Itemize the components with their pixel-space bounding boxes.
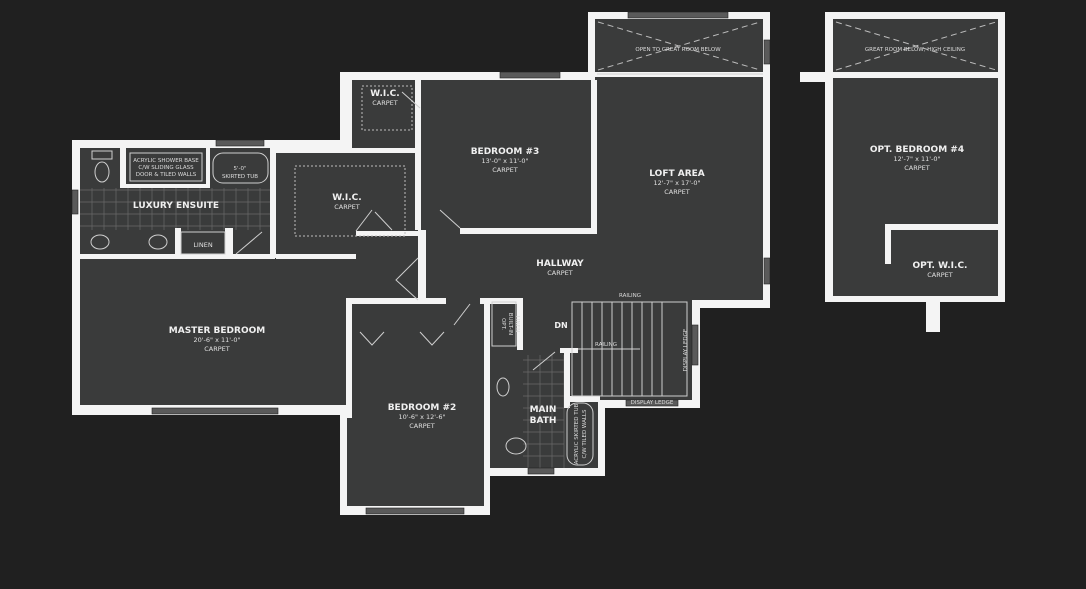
toilet-icon bbox=[505, 437, 527, 455]
loft-floor: CARPET bbox=[664, 188, 690, 196]
shower-note: C/W SLIDING GLASS bbox=[138, 165, 194, 171]
master-bedroom-size: 20'-6" x 11'-0" bbox=[193, 336, 240, 344]
loft-size: 12'-7" x 17'-0" bbox=[653, 179, 700, 187]
opt-bedroom4-size: 12'-7" x 11'-0" bbox=[893, 155, 940, 163]
open-to-below-loft bbox=[597, 21, 763, 75]
linen-note: LINEN bbox=[514, 316, 520, 332]
bedroom2-size: 10'-6" x 12'-6" bbox=[398, 413, 445, 421]
wic-top-label: W.I.C. bbox=[370, 89, 399, 99]
wic-floor: CARPET bbox=[334, 203, 360, 211]
railing-label: RAILING bbox=[619, 293, 641, 299]
railing-label: RAILING bbox=[595, 342, 617, 348]
sink-icon bbox=[90, 234, 110, 250]
main-tub-note: C/W TILED WALLS bbox=[582, 409, 588, 458]
ensuite-tile-grid bbox=[80, 188, 565, 468]
linen-note: OPT. bbox=[500, 318, 506, 330]
sink-icon bbox=[496, 377, 510, 397]
master-bedroom-floor: CARPET bbox=[204, 345, 230, 353]
tub-note: 5'-0" bbox=[233, 166, 246, 172]
staircase bbox=[571, 301, 688, 397]
loft-label: LOFT AREA bbox=[649, 169, 705, 179]
luxury-ensuite-label: LUXURY ENSUITE bbox=[133, 201, 219, 211]
opt-bedroom4-open-note: GREAT ROOM BELOW, HIGH CEILING bbox=[865, 47, 965, 53]
wic-label: W.I.C. bbox=[332, 193, 361, 203]
optional-wing-interior bbox=[826, 21, 998, 268]
opt-bedroom4-label: OPT. BEDROOM #4 bbox=[870, 145, 964, 155]
linen-label: LINEN bbox=[193, 241, 213, 249]
stairs-down-label: DN bbox=[554, 321, 567, 330]
hallway-label: HALLWAY bbox=[536, 259, 584, 269]
opt-wic-floor: CARPET bbox=[927, 271, 953, 279]
shower-note: DOOR & TILED WALLS bbox=[136, 172, 197, 178]
room-labels: MASTER BEDROOM 20'-6" x 11'-0" CARPET LU… bbox=[133, 47, 968, 464]
bathtub-icon bbox=[566, 402, 594, 466]
shower-note: ACRYLIC SHOWER BASE bbox=[133, 158, 199, 164]
main-tub-note: ACRYLIC SKIRTED TUB bbox=[574, 403, 580, 464]
bedroom2-floor: CARPET bbox=[409, 422, 435, 430]
hallway-floor: CARPET bbox=[547, 269, 573, 277]
tub-note: SKIRTED TUB bbox=[222, 174, 258, 180]
display-ledge-label: DISPLAY LEDGE bbox=[631, 400, 674, 406]
main-bath-fixtures bbox=[491, 301, 594, 466]
toilet-icon bbox=[94, 161, 110, 183]
opt-bedroom4-floor: CARPET bbox=[904, 164, 930, 172]
opt-wic-label: OPT. W.I.C. bbox=[913, 261, 968, 271]
master-bedroom-label: MASTER BEDROOM bbox=[169, 326, 265, 336]
display-ledge-label: DISPLAY LEDGE bbox=[683, 328, 689, 371]
wic-top-floor: CARPET bbox=[372, 99, 398, 107]
main-bath-label: MAIN bbox=[530, 405, 557, 415]
bedroom3-size: 13'-0" x 11'-0" bbox=[481, 157, 528, 165]
linen-note: BUILT-IN bbox=[507, 313, 513, 335]
loft-open-note: OPEN TO GREAT ROOM BELOW bbox=[635, 47, 721, 53]
sink-icon bbox=[148, 234, 168, 250]
main-bath-label: BATH bbox=[530, 416, 557, 426]
bedroom3-label: BEDROOM #3 bbox=[471, 147, 540, 157]
bedroom3-floor: CARPET bbox=[492, 166, 518, 174]
bedroom2-label: BEDROOM #2 bbox=[388, 403, 457, 413]
